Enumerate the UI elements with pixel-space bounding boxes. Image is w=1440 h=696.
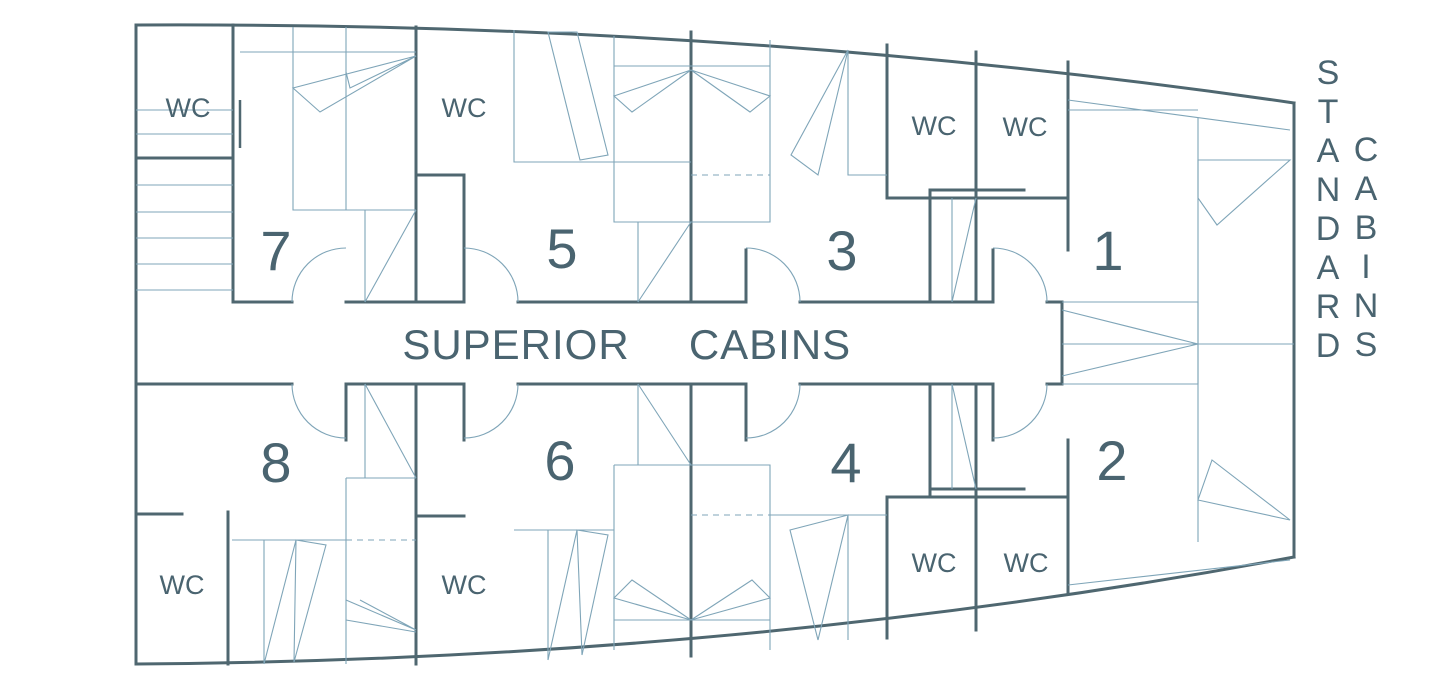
cabin-number-6: 6 [544, 429, 575, 492]
cabins-label: CABINS [689, 321, 851, 368]
cabin-number-3: 3 [826, 219, 857, 282]
cabin-numbers: 7 5 3 1 8 6 4 2 [260, 217, 1127, 494]
standard-label: STANDARD [1309, 54, 1347, 366]
wc-label-cabin-2: WC [1004, 548, 1049, 578]
cabin-number-5: 5 [546, 217, 577, 280]
hull-outline [134, 23, 1296, 666]
wc-label-cabin-5: WC [442, 93, 487, 123]
cabin-number-2: 2 [1096, 429, 1127, 492]
wc-labels: WC WC WC WC WC WC WC WC [160, 93, 1049, 600]
corridor-walls [134, 300, 1064, 386]
standard-cabins-word: CABINS [1347, 131, 1385, 365]
wc-label-cabin-1: WC [1003, 112, 1048, 142]
wc-label-cabin-6: WC [442, 570, 487, 600]
top-row-partitions [134, 23, 1070, 304]
wc-label-cabin-4: WC [912, 548, 957, 578]
cabin-number-4: 4 [830, 431, 861, 494]
corridor-title: SUPERIOR CABINS [402, 321, 851, 368]
cabin-number-8: 8 [260, 431, 291, 494]
wc-label-cabin-8: WC [160, 570, 205, 600]
standard-cabins-label: STANDARD CABINS [1309, 54, 1385, 366]
bottom-row-partitions [134, 382, 1070, 666]
wc-label-cabin-7: WC [166, 93, 211, 123]
doors [291, 247, 1048, 439]
cabin-number-1: 1 [1092, 219, 1123, 282]
furniture [232, 27, 1294, 665]
staircase [136, 109, 233, 291]
superior-label: SUPERIOR [402, 321, 629, 368]
cabin-number-7: 7 [260, 219, 291, 282]
wc-label-cabin-3: WC [912, 111, 957, 141]
